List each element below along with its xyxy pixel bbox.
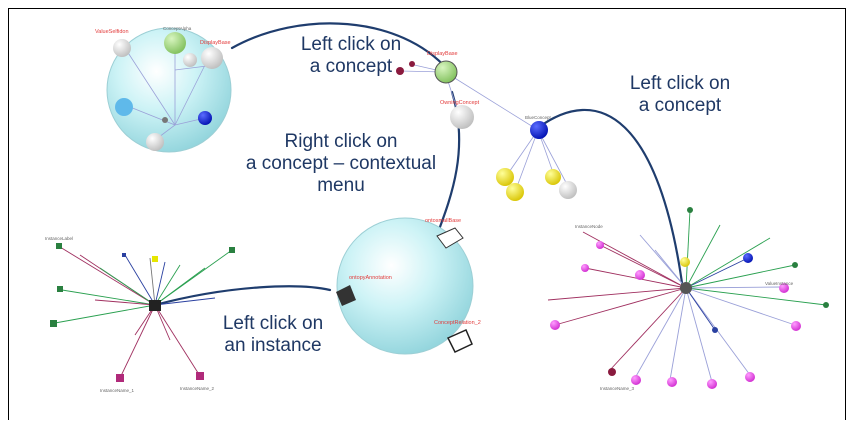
sphere-cluster-top-left[interactable]: ValueSelfidon ConceptAlpha DisplayBase	[95, 26, 232, 153]
node-label: InstanceName_2	[180, 386, 215, 391]
caption-left-click-instance: Left click on an instance	[203, 313, 343, 357]
caption-line: Left click on	[300, 34, 402, 55]
connector-center-to-right-graph	[533, 108, 685, 292]
node-label: DisplayBase	[200, 40, 231, 46]
connector-sphere-to-left-graph	[153, 285, 332, 307]
node-label: DisplayBase	[427, 51, 458, 57]
instance-graph-left[interactable]: InstanceLabel InstanceName_1 InstanceNam…	[45, 236, 235, 393]
connector-cluster-to-center	[230, 22, 450, 72]
node-label: ValueInstance	[765, 281, 794, 286]
caption-line: a concept – contextual	[245, 153, 437, 174]
sphere-middle[interactable]: ontosmallBase ontopyAnnotation ConceptRe…	[336, 217, 481, 355]
node-label: OwningConcept	[440, 100, 480, 106]
caption-line: an instance	[224, 335, 322, 356]
node-label: InstanceNode	[575, 224, 603, 229]
node-label: ConceptRelation_2	[434, 320, 481, 326]
caption-line: menu	[317, 175, 365, 196]
node-label: ValueSelfidon	[95, 29, 129, 35]
node-label: ontopyAnnotation	[349, 275, 392, 281]
node-label: ontosmallBase	[425, 218, 461, 224]
figure-frame	[8, 8, 846, 420]
instance-graph-right[interactable]: InstanceNode ValueInstance InstanceName_…	[547, 207, 829, 391]
caption-left-click-concept-1: Left click on a concept	[276, 34, 426, 78]
caption-line: a concept	[638, 95, 722, 116]
center-concept-graph[interactable]: DisplayBase OwningConcept BlueConcept	[396, 51, 577, 201]
caption-right-click-contextual-menu: Right click on a concept – contextual me…	[236, 131, 446, 197]
node-label: ConceptAlpha	[163, 26, 192, 31]
node-label: InstanceLabel	[45, 236, 73, 241]
node-label: InstanceName_1	[100, 388, 135, 393]
node-label: InstanceName_3	[600, 386, 635, 391]
node-label: BlueConcept	[525, 115, 552, 120]
caption-line: Left click on	[222, 313, 324, 334]
caption-left-click-concept-2: Left click on a concept	[605, 73, 755, 117]
caption-line: Left click on	[629, 73, 731, 94]
caption-line: a concept	[309, 56, 393, 77]
caption-line: Right click on	[284, 131, 398, 152]
